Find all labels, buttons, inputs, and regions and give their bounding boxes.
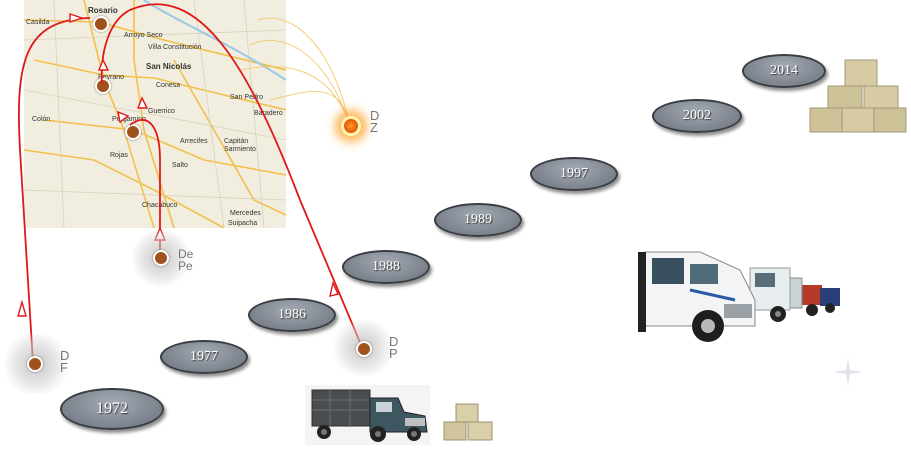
map-city-label: Guerrico	[148, 108, 175, 115]
map-city-label: Villa Constitución	[148, 44, 202, 51]
map-city-label: Capitán Sarmiento	[224, 138, 256, 153]
city-marker-pergamino	[125, 124, 141, 140]
city-marker-rosario	[93, 16, 109, 32]
timeline-year-1989[interactable]: 1989	[434, 203, 522, 237]
timeline-year-1997[interactable]: 1997	[530, 157, 618, 191]
timeline-year-1986[interactable]: 1986	[248, 298, 336, 332]
timeline-year-2014[interactable]: 2014	[742, 54, 826, 88]
origin-marker-1-label: D F	[60, 348, 70, 375]
timeline-year-1977[interactable]: 1977	[160, 340, 248, 374]
timeline-year-1972[interactable]: 1972	[60, 388, 164, 430]
map-city-label: San Pedro	[230, 94, 264, 101]
destination-marker-label: D Z	[370, 108, 380, 135]
map-city-label: Salto	[172, 162, 188, 169]
map-city-label: San Nicolás	[146, 62, 192, 71]
map-city-label: Arroyo Seco	[124, 32, 163, 39]
map-city-label: Rojas	[110, 152, 128, 159]
map-city-label: Peyrano	[98, 74, 125, 81]
map-city-label: Casilda	[26, 19, 50, 26]
map-city-label: Mercedes	[230, 210, 261, 217]
map-city-label: Suipacha	[228, 220, 258, 227]
map-city-label: Colón	[32, 116, 51, 123]
origin-marker-2-label: De Pe	[178, 247, 194, 273]
map-city-label: Pergamino	[112, 116, 146, 123]
origin-marker-3-label: D P	[389, 334, 399, 361]
city-marker-peyrano	[95, 78, 111, 94]
map-city-label: Arrecifes	[180, 138, 208, 145]
map-city-label: Conesa	[156, 82, 181, 89]
map-city-label: Baradero	[254, 110, 283, 117]
origin-marker-1[interactable]	[27, 356, 43, 372]
timeline-year-2002[interactable]: 2002	[652, 99, 742, 133]
destination-marker[interactable]	[341, 116, 361, 136]
map-roads	[24, 0, 286, 228]
map-city-label: Rosario	[88, 6, 118, 15]
origin-marker-3[interactable]	[356, 341, 372, 357]
timeline-year-1988[interactable]: 1988	[342, 250, 430, 284]
origin-marker-2[interactable]	[153, 250, 169, 266]
